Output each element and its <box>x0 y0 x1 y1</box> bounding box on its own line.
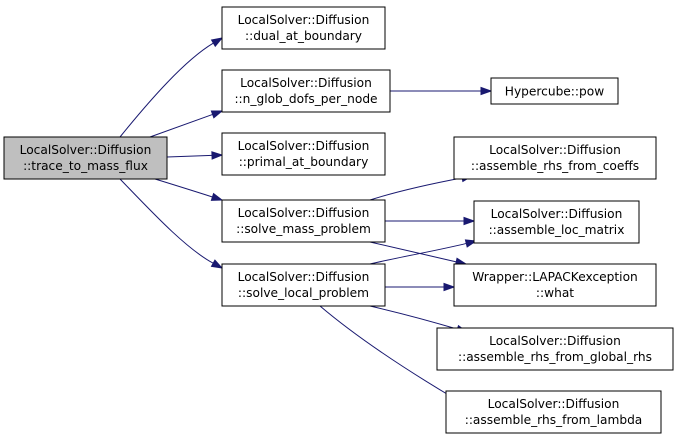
node-class-label: LocalSolver::Diffusion <box>238 270 370 284</box>
node-box <box>3 136 168 180</box>
node-assemble-rhs-from-global-rhs[interactable]: LocalSolver::Diffusion::assemble_rhs_fro… <box>436 327 674 371</box>
edge-solve_mass_problem-to-assemble_loc_matrix <box>385 216 476 226</box>
node-dual-at-boundary[interactable]: LocalSolver::Diffusion::dual_at_boundary <box>221 6 386 50</box>
node-class-label: LocalSolver::Diffusion <box>489 143 621 157</box>
arrowhead-icon <box>443 282 456 292</box>
edge-line <box>166 154 213 158</box>
node-box[interactable] <box>221 199 386 243</box>
node-box[interactable] <box>221 6 386 50</box>
node-member-label: ::assemble_rhs_from_coeffs <box>471 159 639 173</box>
edge-line <box>154 178 213 198</box>
node-box[interactable] <box>436 327 674 371</box>
node-member-label: ::assemble_loc_matrix <box>489 223 625 237</box>
node-class-label: LocalSolver::Diffusion <box>489 334 621 348</box>
edge-line <box>319 305 454 399</box>
edge-n_glob_dofs_per_node-to-hypercube_pow <box>390 86 493 96</box>
node-box[interactable] <box>453 136 657 180</box>
edge-solve_local_problem-to-assemble_loc_matrix <box>369 239 478 265</box>
edge-trace_to_mass_flux-to-primal_at_boundary <box>166 151 224 160</box>
node-member-label: ::primal_at_boundary <box>239 155 369 169</box>
edge-line <box>119 178 214 264</box>
node-label: Hypercube::pow <box>505 85 604 99</box>
node-class-label: LocalSolver::Diffusion <box>238 139 370 153</box>
node-trace-to-mass-flux: LocalSolver::Diffusion::trace_to_mass_fl… <box>3 136 168 180</box>
node-class-label: LocalSolver::Diffusion <box>488 397 620 411</box>
arrowhead-icon <box>210 192 224 201</box>
edge-line <box>369 242 467 265</box>
node-class-label: Wrapper::LAPACKexception <box>472 270 638 284</box>
node-member-label: ::assemble_rhs_from_lambda <box>465 413 643 427</box>
edge-line <box>369 305 458 330</box>
node-box[interactable] <box>221 132 386 176</box>
node-solve-mass-problem[interactable]: LocalSolver::Diffusion::solve_mass_probl… <box>221 199 386 243</box>
node-member-label: ::solve_mass_problem <box>236 222 371 236</box>
node-class-label: LocalSolver::Diffusion <box>240 76 372 90</box>
node-assemble-rhs-from-coeffs[interactable]: LocalSolver::Diffusion::assemble_rhs_fro… <box>453 136 657 180</box>
edge-line <box>119 42 214 138</box>
node-class-label: LocalSolver::Diffusion <box>238 206 370 220</box>
edge-solve_local_problem-to-lapack_what <box>385 282 456 292</box>
node-box[interactable] <box>453 263 657 307</box>
node-member-label: ::n_glob_dofs_per_node <box>234 92 377 106</box>
node-member-label: ::dual_at_boundary <box>245 29 362 43</box>
node-class-label: LocalSolver::Diffusion <box>238 13 370 27</box>
arrowhead-icon <box>210 259 224 269</box>
edge-trace_to_mass_flux-to-n_glob_dofs_per_node <box>149 110 224 138</box>
edge-trace_to_mass_flux-to-solve_mass_problem <box>154 178 224 201</box>
node-assemble-rhs-from-lambda[interactable]: LocalSolver::Diffusion::assemble_rhs_fro… <box>445 390 662 434</box>
node-box[interactable] <box>221 69 391 113</box>
node-class-label: LocalSolver::Diffusion <box>20 143 152 157</box>
edge-line <box>149 113 213 138</box>
node-n-glob-dofs-per-node[interactable]: LocalSolver::Diffusion::n_glob_dofs_per_… <box>221 69 391 113</box>
node-class-label: LocalSolver::Diffusion <box>491 207 623 221</box>
node-assemble-loc-matrix[interactable]: LocalSolver::Diffusion::assemble_loc_mat… <box>473 200 640 244</box>
edge-line <box>369 177 463 201</box>
node-hypercube-pow[interactable]: Hypercube::pow <box>490 77 619 105</box>
edge-trace_to_mass_flux-to-dual_at_boundary <box>119 37 224 138</box>
node-lapack-what[interactable]: Wrapper::LAPACKexception::what <box>453 263 657 307</box>
node-member-label: ::what <box>536 286 574 300</box>
edge-trace_to_mass_flux-to-solve_local_problem <box>119 178 224 269</box>
node-box[interactable] <box>473 200 640 244</box>
node-member-label: ::solve_local_problem <box>238 286 369 300</box>
node-solve-local-problem[interactable]: LocalSolver::Diffusion::solve_local_prob… <box>221 263 386 307</box>
arrowhead-icon <box>463 216 476 226</box>
node-box[interactable] <box>445 390 662 434</box>
node-box[interactable] <box>490 77 619 105</box>
node-member-label: ::trace_to_mass_flux <box>23 159 148 173</box>
arrowhead-icon <box>464 239 478 248</box>
arrowhead-icon <box>211 151 224 160</box>
node-primal-at-boundary[interactable]: LocalSolver::Diffusion::primal_at_bounda… <box>221 132 386 176</box>
node-box[interactable] <box>221 263 386 307</box>
edge-line <box>369 241 457 263</box>
node-member-label: ::assemble_rhs_from_global_rhs <box>458 350 652 364</box>
call-graph-nodes: LocalSolver::Diffusion::trace_to_mass_fl… <box>3 6 674 434</box>
arrowhead-icon <box>210 37 224 48</box>
arrowhead-icon <box>210 110 224 119</box>
arrowhead-icon <box>480 86 493 96</box>
